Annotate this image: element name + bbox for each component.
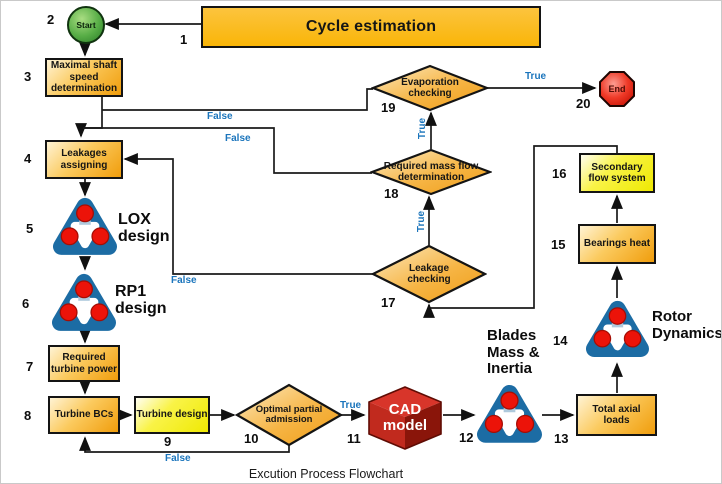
step-number-5: 5 [26, 221, 34, 236]
node-label: Required mass flow determination [383, 161, 479, 183]
branch-label-massflow-true: True [417, 117, 429, 140]
step-number-14: 14 [553, 333, 568, 348]
pump-trefoil-icon [53, 196, 117, 260]
node-start: Start [67, 6, 105, 44]
node-leakages-assigning: Leakages assigning [45, 140, 123, 179]
step-number-11: 11 [347, 431, 361, 446]
step-number-10: 10 [244, 431, 259, 446]
branch-label-leakage-false: False [171, 275, 197, 286]
label-rotor-dynamics: Rotor Dynamics [652, 308, 722, 342]
branch-label-evap-false: False [207, 111, 233, 122]
node-label: Required turbine power [50, 352, 118, 375]
step-number-20: 20 [576, 96, 591, 111]
node-cycle-estimation: Cycle estimation [201, 6, 541, 48]
node-label: Maximal shaft speed determination [50, 60, 118, 95]
step-number-2: 2 [47, 12, 55, 27]
step-number-15: 15 [551, 237, 566, 252]
label-rp1-design: RP1 design [115, 283, 167, 317]
node-required-turbine-power: Required turbine power [48, 345, 120, 382]
node-label: Leakage checking [407, 263, 451, 285]
branch-label-leakage-true: True [416, 210, 428, 233]
node-label: Total axial loads [592, 403, 641, 427]
node-turbine-bcs: Turbine BCs [48, 396, 120, 434]
node-secondary-flow-system: Secondary flow system [579, 153, 655, 193]
step-number-12: 12 [459, 430, 474, 445]
node-label: Cycle estimation [305, 18, 437, 35]
step-number-19: 19 [381, 100, 396, 115]
branch-label-evap-true: True [525, 71, 547, 82]
node-label: End [608, 84, 626, 94]
decision-required-mass-flow: Required mass flow determination [370, 148, 492, 196]
node-label: Turbine BCs [54, 409, 114, 421]
node-maximal-shaft-speed: Maximal shaft speed determination [45, 58, 123, 97]
step-number-17: 17 [381, 295, 396, 310]
edge-leakagecheck-false [123, 153, 373, 275]
node-label: Secondary flow system [588, 161, 646, 185]
pump-trefoil-icon [477, 383, 542, 448]
node-label: Start [76, 20, 96, 30]
step-number-3: 3 [24, 69, 32, 84]
branch-label-optimal-true: True [340, 400, 362, 411]
branch-label-massflow-false: False [225, 133, 251, 144]
node-label: Evaporation checking [401, 77, 459, 99]
node-label: Turbine design [136, 409, 208, 421]
edge-optimal-false [79, 436, 290, 453]
decision-evaporation-checking: Evaporation checking [371, 64, 489, 112]
step-number-1: 1 [180, 32, 188, 47]
pump-trefoil-icon [586, 299, 649, 362]
node-label: Bearings heat [583, 238, 651, 250]
edge-maxshaft-to-leakages [75, 97, 103, 138]
pump-trefoil-icon [52, 272, 116, 336]
node-end: End [598, 70, 636, 108]
edge-secondary-to-leakagecheck [423, 145, 618, 318]
step-number-8: 8 [24, 408, 32, 423]
node-turbine-design: Turbine design [134, 396, 210, 434]
step-number-9: 9 [164, 434, 172, 449]
step-number-6: 6 [22, 296, 30, 311]
step-number-7: 7 [26, 359, 34, 374]
node-label: Leakages assigning [60, 148, 108, 171]
step-number-4: 4 [24, 151, 32, 166]
edge-evap-false [102, 88, 373, 111]
branch-label-optimal-false: False [165, 453, 191, 464]
step-number-13: 13 [554, 431, 569, 446]
decision-optimal-partial-admission: Optimal partial admission [235, 383, 343, 447]
node-label: Optimal partial admission [255, 403, 323, 425]
label-lox-design: LOX design [118, 211, 170, 245]
step-number-18: 18 [384, 186, 399, 201]
decision-leakage-checking: Leakage checking [371, 244, 487, 304]
node-total-axial-loads: Total axial loads [576, 394, 657, 436]
node-bearings-heat: Bearings heat [578, 224, 656, 264]
cad-cube-icon: CAD model [367, 386, 443, 450]
node-label: CAD model [382, 401, 428, 434]
edge-massflow-false [83, 127, 372, 174]
flowchart-caption: Excution Process Flowchart [248, 467, 404, 481]
label-blades-mass-inertia: Blades Mass & Inertia [487, 327, 540, 377]
step-number-16: 16 [552, 166, 567, 181]
